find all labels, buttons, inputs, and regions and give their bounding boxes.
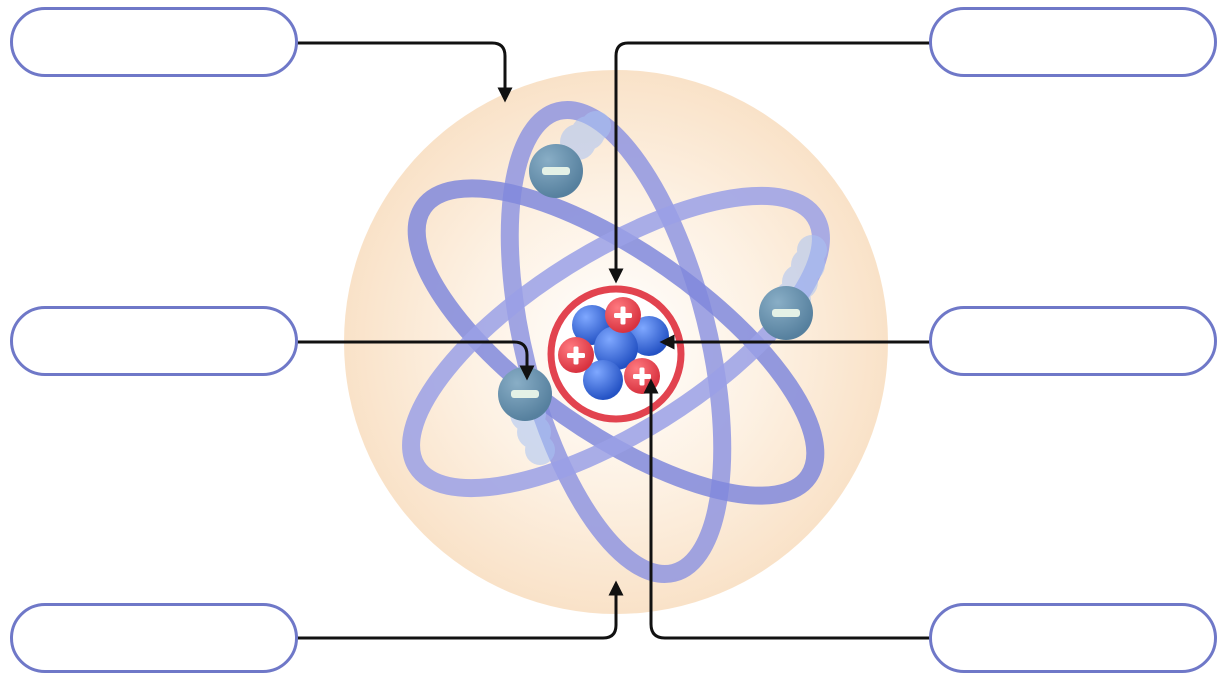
proton <box>624 358 660 394</box>
label-box-middle-left[interactable] <box>10 306 298 376</box>
nucleus <box>547 285 685 423</box>
arrow-mid-left <box>296 340 535 381</box>
orbit-diagonal-2 <box>402 186 830 498</box>
orbit-diagonal-1 <box>407 179 825 505</box>
neutron <box>583 360 623 400</box>
neutron <box>594 326 638 370</box>
neutron <box>629 316 669 356</box>
label-box-bottom-left[interactable] <box>10 603 298 673</box>
arrow-top-left <box>296 41 513 103</box>
proton <box>605 297 641 333</box>
proton <box>558 337 594 373</box>
label-box-middle-right[interactable] <box>929 306 1217 376</box>
leader-lines <box>296 41 931 640</box>
arrow-bot-left <box>296 580 624 640</box>
label-box-top-right[interactable] <box>929 7 1217 77</box>
label-box-bottom-right[interactable] <box>929 603 1217 673</box>
electron-top <box>529 144 583 198</box>
arrow-top-right <box>608 41 931 284</box>
label-box-top-left[interactable] <box>10 7 298 77</box>
electron-right <box>759 286 813 340</box>
arrow-bot-right <box>643 378 931 640</box>
electron-left <box>498 367 552 421</box>
